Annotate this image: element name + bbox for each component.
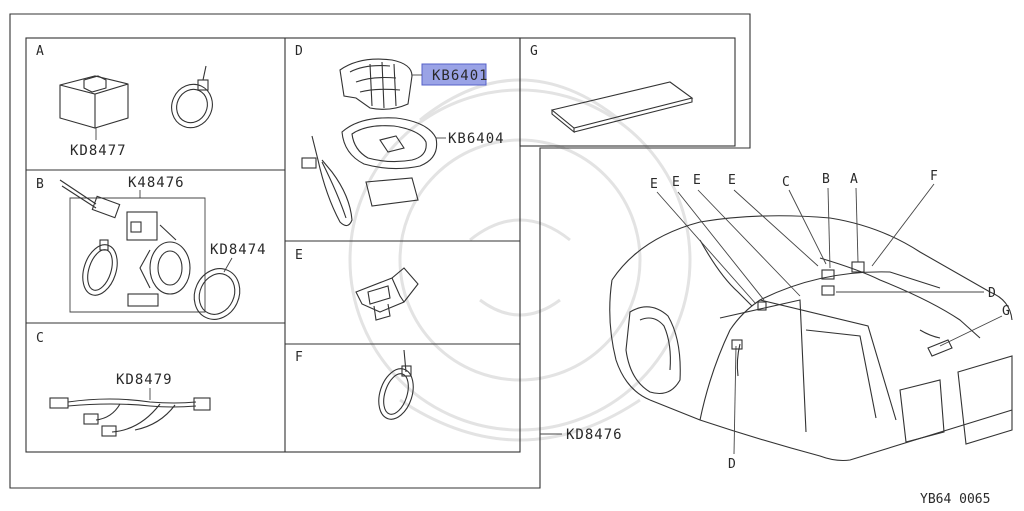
bracket-clip-drawing xyxy=(126,211,177,241)
part-label-kd8479: KD8479 xyxy=(116,372,173,388)
car-callout-e-3: E xyxy=(693,173,701,188)
part-label-kd8476: KD8476 xyxy=(566,427,623,443)
car-callout-b: B xyxy=(822,172,830,187)
car-callout-leaders xyxy=(656,183,1003,455)
grommet-plate-drawing xyxy=(341,117,438,170)
cable-tie-a-drawing xyxy=(171,65,213,129)
section-c-letter: C xyxy=(36,331,44,346)
part-label-k48476: K48476 xyxy=(128,175,185,191)
wiring-harness-drawing xyxy=(49,397,211,437)
wire-connector-b-drawing xyxy=(59,179,121,219)
car-callout-e-1: E xyxy=(650,177,658,192)
section-b-letter: B xyxy=(36,177,44,192)
car-part-markers xyxy=(731,261,865,350)
grommet-housing-drawing xyxy=(339,58,413,110)
part-label-kb6404: KB6404 xyxy=(448,131,505,147)
car-callout-a: A xyxy=(850,172,858,187)
diagram-code: YB64 0065 xyxy=(920,492,990,507)
seal-pad-drawing xyxy=(365,177,419,207)
car-callout-e-4: E xyxy=(728,173,736,188)
section-f-letter: F xyxy=(295,350,303,365)
cable-tie-b-drawing xyxy=(82,239,118,296)
vehicle-illustration xyxy=(609,215,1013,462)
part-highlight-kb6401 xyxy=(421,63,487,86)
part-label-kd8474: KD8474 xyxy=(210,242,267,258)
section-a-letter: A xyxy=(36,44,44,59)
ring-seal-drawing xyxy=(193,268,241,320)
inner-frame xyxy=(25,37,521,453)
car-callout-f: F xyxy=(930,169,938,184)
car-callout-c: C xyxy=(782,175,790,190)
kit-outer-frame xyxy=(9,13,751,489)
car-callout-g: G xyxy=(1002,304,1010,319)
mounting-clip-e-drawing xyxy=(355,267,419,321)
part-label-kb6401: KB6401 xyxy=(432,68,489,84)
car-callout-e-2: E xyxy=(672,175,680,190)
car-callout-d-right: D xyxy=(988,286,996,301)
section-g-letter: G xyxy=(530,44,538,59)
car-callout-d-bottom: D xyxy=(728,457,736,472)
adhesive-pad-drawing xyxy=(550,81,694,134)
module-box-drawing xyxy=(59,75,129,129)
grommet-b-drawing xyxy=(127,241,191,307)
part-label-kd8477: KD8477 xyxy=(70,143,127,159)
section-d-letter: D xyxy=(295,44,303,59)
cable-tie-f-drawing xyxy=(378,349,414,420)
cable-tie-d-drawing xyxy=(301,135,353,227)
section-e-letter: E xyxy=(295,248,303,263)
b-bracket-box xyxy=(69,190,206,313)
section-g-box xyxy=(519,37,736,147)
